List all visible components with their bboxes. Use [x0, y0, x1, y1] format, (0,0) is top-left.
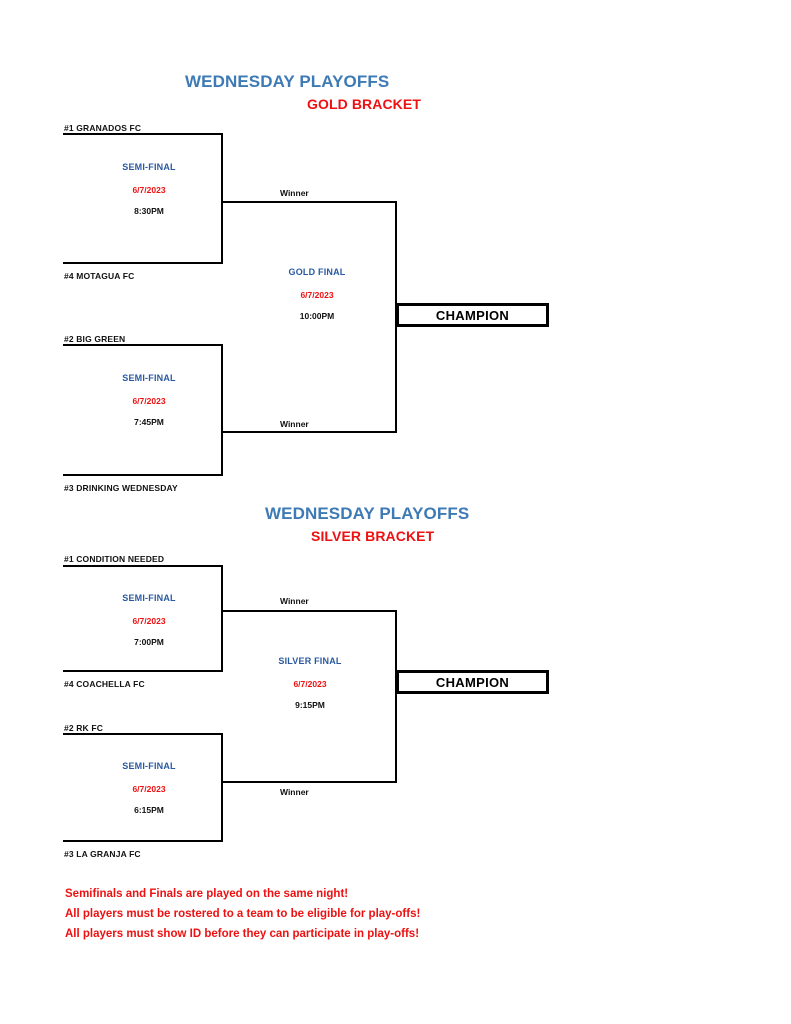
gold-final-top-line	[221, 201, 397, 203]
gold-sf2-date: 6/7/2023	[132, 396, 166, 406]
silver-semifinal-top-info: SEMI-FINAL 6/7/2023 7:00PM	[101, 593, 197, 647]
silver-sf2-date: 6/7/2023	[132, 784, 166, 794]
silver-sf2-round-label: SEMI-FINAL	[122, 761, 176, 771]
silver-final-date: 6/7/2023	[293, 679, 327, 689]
silver-sf2-top-line	[63, 733, 223, 735]
silver-bracket-subheading: SILVER BRACKET	[311, 528, 435, 544]
gold-sf2-bottom-line	[63, 474, 223, 476]
gold-semifinal-top-info: SEMI-FINAL 6/7/2023 8:30PM	[101, 162, 197, 216]
gold-final-time: 10:00PM	[299, 311, 335, 321]
gold-team-seed-1: #1 GRANADOS FC	[64, 123, 142, 133]
gold-winner-bottom-label: Winner	[280, 419, 309, 429]
gold-final-round-label: GOLD FINAL	[288, 267, 346, 277]
playoff-note-1: Semifinals and Finals are played on the …	[65, 888, 349, 900]
silver-sf1-top-line	[63, 565, 223, 567]
gold-sf1-bottom-line	[63, 262, 223, 264]
silver-sf1-date: 6/7/2023	[132, 616, 166, 626]
gold-champion-box: CHAMPION	[396, 303, 549, 327]
gold-bracket-subheading: GOLD BRACKET	[307, 96, 421, 112]
silver-final-info: SILVER FINAL 6/7/2023 9:15PM	[255, 656, 365, 710]
playoff-notes: Semifinals and Finals are played on the …	[65, 884, 665, 944]
gold-sf1-date: 6/7/2023	[132, 185, 166, 195]
silver-sf2-bottom-line	[63, 840, 223, 842]
silver-final-round-label: SILVER FINAL	[278, 656, 342, 666]
gold-champion-label: CHAMPION	[435, 307, 510, 323]
gold-playoffs-heading: WEDNESDAY PLAYOFFS	[185, 72, 390, 91]
gold-sf2-time: 7:45PM	[134, 417, 164, 427]
silver-final-bottom-line	[221, 781, 397, 783]
silver-final-right-connector	[395, 610, 397, 783]
gold-final-date: 6/7/2023	[300, 290, 334, 300]
silver-sf2-time: 6:15PM	[134, 805, 164, 815]
silver-sf2-right-connector	[221, 733, 223, 842]
gold-sf2-round-label: SEMI-FINAL	[122, 373, 176, 383]
silver-semifinal-bottom-info: SEMI-FINAL 6/7/2023 6:15PM	[101, 761, 197, 815]
silver-champion-label: CHAMPION	[435, 674, 510, 690]
gold-sf1-right-connector	[221, 133, 223, 264]
gold-sf1-top-line	[63, 133, 223, 135]
gold-sf2-top-line	[63, 344, 223, 346]
gold-sf2-right-connector	[221, 344, 223, 476]
silver-sf1-bottom-line	[63, 670, 223, 672]
silver-sf1-right-connector	[221, 565, 223, 672]
gold-team-seed-2: #2 BIG GREEN	[64, 334, 126, 344]
gold-winner-top-label: Winner	[280, 188, 309, 198]
gold-sf1-time: 8:30PM	[134, 206, 164, 216]
silver-champion-box: CHAMPION	[396, 670, 549, 694]
playoff-note-2: All players must be rostered to a team t…	[65, 908, 421, 920]
silver-sf1-time: 7:00PM	[134, 637, 164, 647]
silver-winner-top-label: Winner	[280, 596, 309, 606]
gold-sf1-round-label: SEMI-FINAL	[122, 162, 176, 172]
gold-team-seed-4: #4 MOTAGUA FC	[64, 271, 135, 281]
silver-team-seed-4: #4 COACHELLA FC	[64, 679, 145, 689]
silver-sf1-round-label: SEMI-FINAL	[122, 593, 176, 603]
silver-team-seed-1: #1 CONDITION NEEDED	[64, 554, 165, 564]
playoff-note-3: All players must show ID before they can…	[65, 928, 420, 940]
silver-winner-bottom-label: Winner	[280, 787, 309, 797]
silver-final-top-line	[221, 610, 397, 612]
silver-playoffs-heading: WEDNESDAY PLAYOFFS	[265, 504, 470, 523]
silver-team-seed-3: #3 LA GRANJA FC	[64, 849, 141, 859]
silver-team-seed-2: #2 RK FC	[64, 723, 103, 733]
gold-semifinal-bottom-info: SEMI-FINAL 6/7/2023 7:45PM	[101, 373, 197, 427]
gold-team-seed-3: #3 DRINKING WEDNESDAY	[64, 483, 178, 493]
silver-final-time: 9:15PM	[295, 700, 325, 710]
gold-final-bottom-line	[221, 431, 397, 433]
gold-final-info: GOLD FINAL 6/7/2023 10:00PM	[262, 267, 372, 321]
